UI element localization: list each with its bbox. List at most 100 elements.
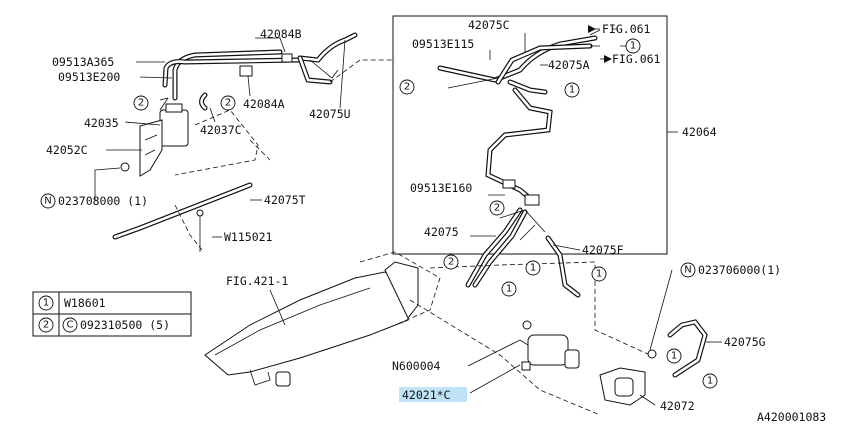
leader-line xyxy=(447,77,499,89)
callout-1-e: 1 xyxy=(591,266,607,282)
label-42035: 42035 xyxy=(84,116,119,130)
tube-42075T xyxy=(112,182,253,240)
label-023706000: 023706000(1) xyxy=(698,263,781,277)
leader-line xyxy=(247,75,251,97)
legend-text-1: W18601 xyxy=(64,296,106,310)
nut-icon xyxy=(647,349,657,359)
leader-line xyxy=(124,121,161,126)
vacuum-unit-42072 xyxy=(599,367,646,406)
callout-1-g: 1 xyxy=(702,373,718,389)
dashed-leader xyxy=(249,139,271,161)
label-42084B: 42084B xyxy=(260,27,302,41)
leader-line xyxy=(255,37,286,53)
label-N600004: N600004 xyxy=(392,359,441,373)
leader-line xyxy=(159,97,169,111)
legend-key-1: 1 xyxy=(43,298,49,309)
label-42072: 42072 xyxy=(660,399,695,413)
legend-row-2: 2 C 092310500 (5) xyxy=(38,317,170,333)
svg-text:2: 2 xyxy=(225,98,231,109)
svg-text:2: 2 xyxy=(448,257,454,268)
svg-text:1: 1 xyxy=(530,263,536,274)
leader-line xyxy=(649,269,673,351)
label-42075G: 42075G xyxy=(724,335,766,349)
legend-key-2: 2 xyxy=(43,320,49,331)
label-W115021: W115021 xyxy=(224,230,273,244)
leader-line xyxy=(552,244,581,251)
leader-line xyxy=(209,107,216,123)
legend-prefix-c: C xyxy=(67,320,74,331)
purge-valve xyxy=(519,320,580,371)
label-fig421-1: FIG.421-1 xyxy=(226,274,288,288)
callout-2-c: 2 xyxy=(399,79,415,95)
svg-text:N: N xyxy=(684,265,691,276)
arrow-left-icon xyxy=(604,55,612,63)
diagram-id: A420001083 xyxy=(757,410,826,424)
label-42075A: 42075A xyxy=(548,58,590,72)
label-09513E200: 09513E200 xyxy=(58,70,120,84)
fuel-tank xyxy=(204,261,419,387)
svg-text:1: 1 xyxy=(630,41,636,52)
label-023708000: 023708000 (1) xyxy=(58,194,148,208)
svg-text:1: 1 xyxy=(671,351,677,362)
label-42075: 42075 xyxy=(424,225,459,239)
callout-2-b: 2 xyxy=(220,95,236,111)
svg-text:2: 2 xyxy=(404,82,410,93)
legend-table: 1 W18601 2 C 092310500 (5) xyxy=(32,291,192,337)
svg-text:1: 1 xyxy=(596,269,602,280)
label-09513E160: 09513E160 xyxy=(410,181,472,195)
callout-n-b: N xyxy=(680,262,696,278)
callout-2-a: 2 xyxy=(133,95,149,111)
dashed-leader xyxy=(329,59,395,83)
legend-row-1: 1 W18601 xyxy=(38,295,106,311)
nut-icon xyxy=(120,162,130,172)
callout-1-c: 1 xyxy=(525,260,541,276)
callout-n-a: N xyxy=(40,193,56,209)
arrow-right-icon xyxy=(588,25,596,33)
label-42075F: 42075F xyxy=(582,243,624,257)
dashed-leader xyxy=(409,299,601,416)
label-42052C: 42052C xyxy=(46,143,88,157)
label-42084A: 42084A xyxy=(243,97,285,111)
callout-1-f: 1 xyxy=(666,348,682,364)
svg-text:2: 2 xyxy=(138,98,144,109)
callout-1-a: 1 xyxy=(625,38,641,54)
label-42075C: 42075C xyxy=(468,18,510,32)
pipe-assembly xyxy=(437,29,601,298)
label-42037C: 42037C xyxy=(200,123,242,137)
svg-text:N: N xyxy=(44,196,51,207)
label-42021C[interactable]: 42021*C xyxy=(402,388,451,402)
label-42075T: 42075T xyxy=(264,193,306,207)
callout-1-d: 1 xyxy=(501,281,517,297)
label-42064: 42064 xyxy=(682,125,717,139)
callout-2-d: 2 xyxy=(489,200,505,216)
leader-line xyxy=(269,289,286,326)
leader-line xyxy=(339,39,346,109)
canister-42035 xyxy=(139,103,189,177)
svg-text:1: 1 xyxy=(569,85,575,96)
dashed-leader xyxy=(174,109,259,176)
dashed-leader xyxy=(359,251,441,326)
clip-head-icon xyxy=(196,209,204,217)
hose-42075G xyxy=(667,319,708,378)
vent-hose-assembly xyxy=(162,32,358,111)
svg-text:2: 2 xyxy=(494,203,500,214)
leader-line xyxy=(469,364,521,394)
leader-line xyxy=(139,76,173,79)
legend-text-2: 092310500 (5) xyxy=(80,318,170,332)
leader-line xyxy=(639,394,656,406)
assembly-box-42064 xyxy=(392,15,668,255)
dashed-leader xyxy=(174,204,203,251)
label-fig061-b: FIG.061 xyxy=(612,52,661,66)
leader-line xyxy=(94,167,121,200)
label-fig061-a: FIG.061 xyxy=(602,22,651,36)
label-09513E115: 09513E115 xyxy=(412,37,474,51)
svg-text:1: 1 xyxy=(506,284,512,295)
label-42075U: 42075U xyxy=(309,107,351,121)
callout-2-e: 2 xyxy=(443,254,459,270)
label-09513A365: 09513A365 xyxy=(52,55,114,69)
svg-text:1: 1 xyxy=(707,376,713,387)
callout-1-b: 1 xyxy=(564,82,580,98)
leader-line xyxy=(467,339,521,367)
highlight-42021C xyxy=(399,387,467,402)
